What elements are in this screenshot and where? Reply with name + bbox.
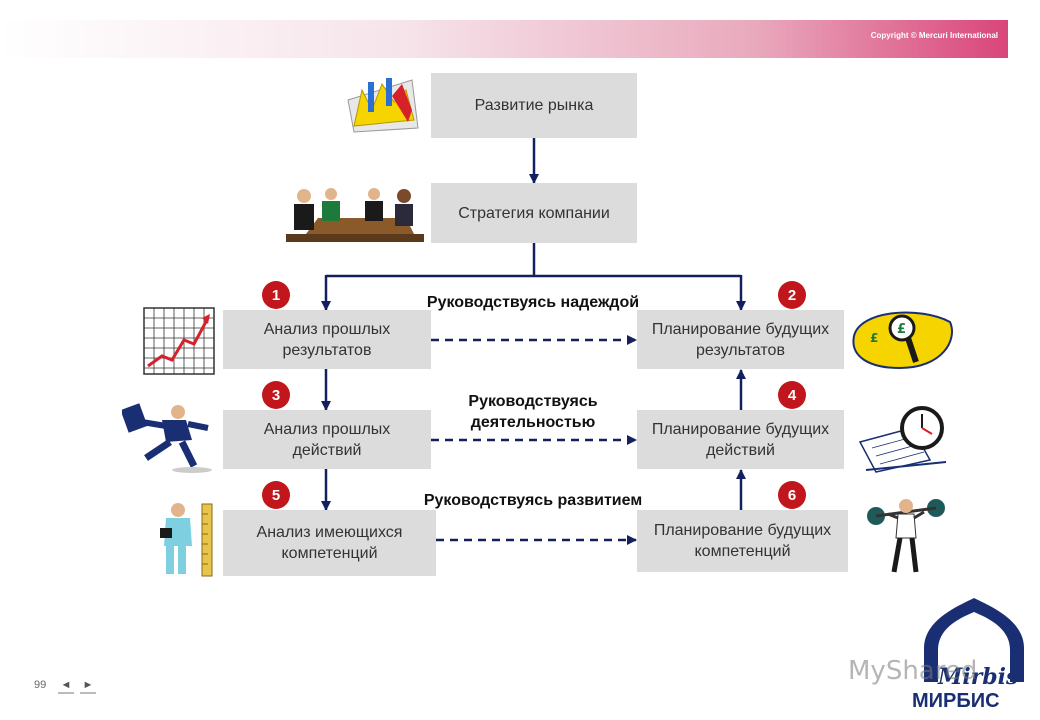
box-future-actions: Планирование будущих действий: [637, 410, 844, 469]
logo-script: Mirbis: [938, 664, 1019, 690]
next-slide-button[interactable]: ►: [80, 678, 96, 694]
box-future-results: Планирование будущих результатов: [637, 310, 844, 369]
label-guided-by-development: Руководствуясь развитием: [423, 492, 643, 509]
watermark-text: MyShared: [848, 656, 978, 686]
box-past-actions: Анализ прошлых действий: [223, 410, 431, 469]
box-market-development: Развитие рынка: [431, 73, 637, 138]
weightlifter-icon: [867, 499, 945, 573]
badge-4: 4: [778, 381, 806, 409]
logo-name: МИРБИС: [912, 690, 1000, 712]
bar-chart-3d-icon: [347, 78, 419, 133]
box-company-strategy: Стратегия компании: [431, 183, 637, 243]
svg-text:£: £: [870, 331, 878, 345]
page-number: 99: [34, 679, 47, 691]
prev-slide-button[interactable]: ◄: [58, 678, 74, 694]
badge-3: 3: [262, 381, 290, 409]
box-current-competencies: Анализ имеющихся компетенций: [223, 510, 436, 576]
badge-2: 2: [778, 281, 806, 309]
mirbis-dome-logo-icon: [924, 598, 1024, 682]
badge-1: 1: [262, 281, 290, 309]
running-businessman-icon: [122, 403, 212, 473]
label-guided-by-activity: Руководствуясь деятельностью: [468, 393, 598, 431]
badge-5: 5: [262, 481, 290, 509]
businessman-ruler-icon: [160, 503, 213, 577]
calendar-clock-icon: [858, 406, 947, 473]
label-guided-by-hope: Руководствуясь надеждой: [426, 294, 640, 311]
header-bar: Copyright © Mercuri International: [0, 20, 1008, 58]
box-past-results: Анализ прошлых результатов: [223, 310, 431, 369]
svg-text:£: £: [897, 322, 906, 337]
growth-graph-icon: [143, 307, 215, 375]
box-future-competencies: Планирование будущих компетенций: [637, 510, 848, 572]
copyright-text: Copyright © Mercuri International: [870, 31, 998, 40]
meeting-people-icon: [286, 188, 424, 242]
money-magnifier-icon: £ £: [852, 311, 953, 370]
badge-6: 6: [778, 481, 806, 509]
